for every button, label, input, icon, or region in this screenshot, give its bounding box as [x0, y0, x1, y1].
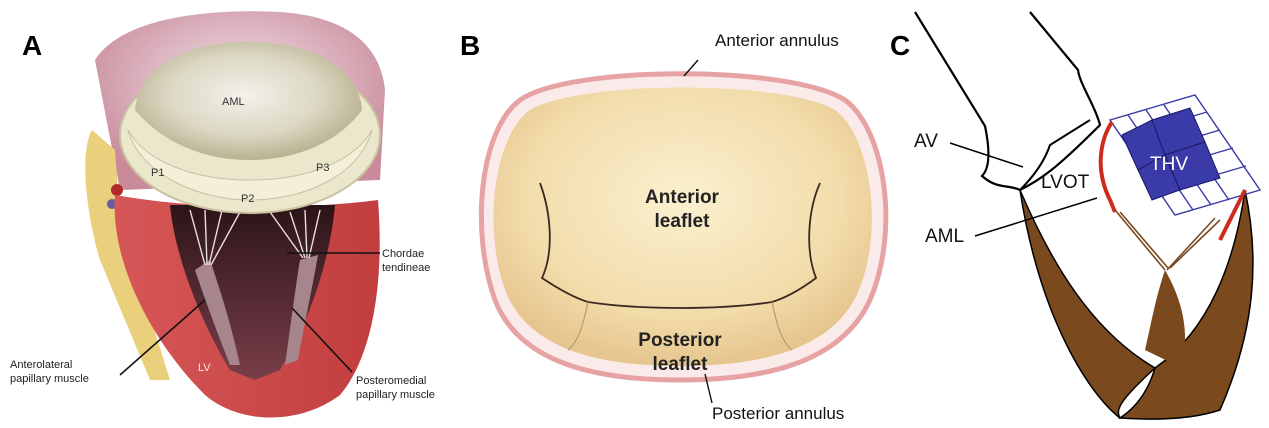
label-anterior-annulus: Anterior annulus: [715, 31, 839, 51]
label-posterior-leaflet: Posterior leaflet: [618, 329, 742, 377]
callout-posteromedial-papillary-muscle: Posteromedial papillary muscle: [356, 374, 435, 402]
anterior-mitral-leaflet-c: [1101, 122, 1115, 212]
callout-line-1: Posteromedial: [356, 374, 435, 388]
callout-line-2: tendineae: [382, 261, 430, 275]
label-line-1: Posterior: [618, 329, 742, 353]
callout-chordae-tendineae: Chordae tendineae: [382, 247, 430, 275]
label-lvot: LVOT: [1041, 172, 1089, 194]
label-line-1: Anterior: [620, 186, 744, 210]
label-lv: LV: [198, 362, 211, 374]
label-aml: AML: [222, 96, 245, 108]
label-thv: THV: [1150, 154, 1188, 176]
panel-a-anatomical-illustration: A AML P1 P2 P3 LV Chordae tendineae Ante…: [0, 0, 470, 428]
panel-letter-c: C: [890, 30, 910, 62]
label-p2: P2: [241, 193, 254, 205]
callout-anterolateral-papillary-muscle: Anterolateral papillary muscle: [10, 358, 89, 386]
label-av: AV: [914, 131, 938, 153]
label-anterior-leaflet: Anterior leaflet: [620, 186, 744, 234]
label-p1: P1: [151, 167, 164, 179]
chordae-lines: [1115, 210, 1220, 270]
panel-letter-b: B: [460, 30, 480, 62]
callout-line-1: Anterolateral: [10, 358, 89, 372]
ventricle-wall-left: [1020, 190, 1155, 418]
aortic-root-outline: [915, 12, 1100, 190]
label-aml-c: AML: [925, 226, 964, 248]
label-posterior-annulus: Posterior annulus: [712, 404, 844, 424]
papillary-muscle-c: [1145, 270, 1185, 368]
callout-line-2: papillary muscle: [356, 388, 435, 402]
label-line-2: leaflet: [620, 210, 744, 234]
callout-line-2: papillary muscle: [10, 372, 89, 386]
panel-b-mitral-valve-schematic: B Anterior annulus Anterior leaflet Post…: [460, 0, 900, 428]
label-p3: P3: [316, 162, 329, 174]
panel-letter-a: A: [22, 30, 42, 62]
lvot-diagram: [890, 0, 1269, 428]
callout-line-1: Chordae: [382, 247, 430, 261]
label-line-2: leaflet: [618, 353, 742, 377]
panel-c-lvot-schematic: C AV LVOT THV AML: [890, 0, 1269, 428]
ventricle-wall-right: [1120, 190, 1253, 419]
